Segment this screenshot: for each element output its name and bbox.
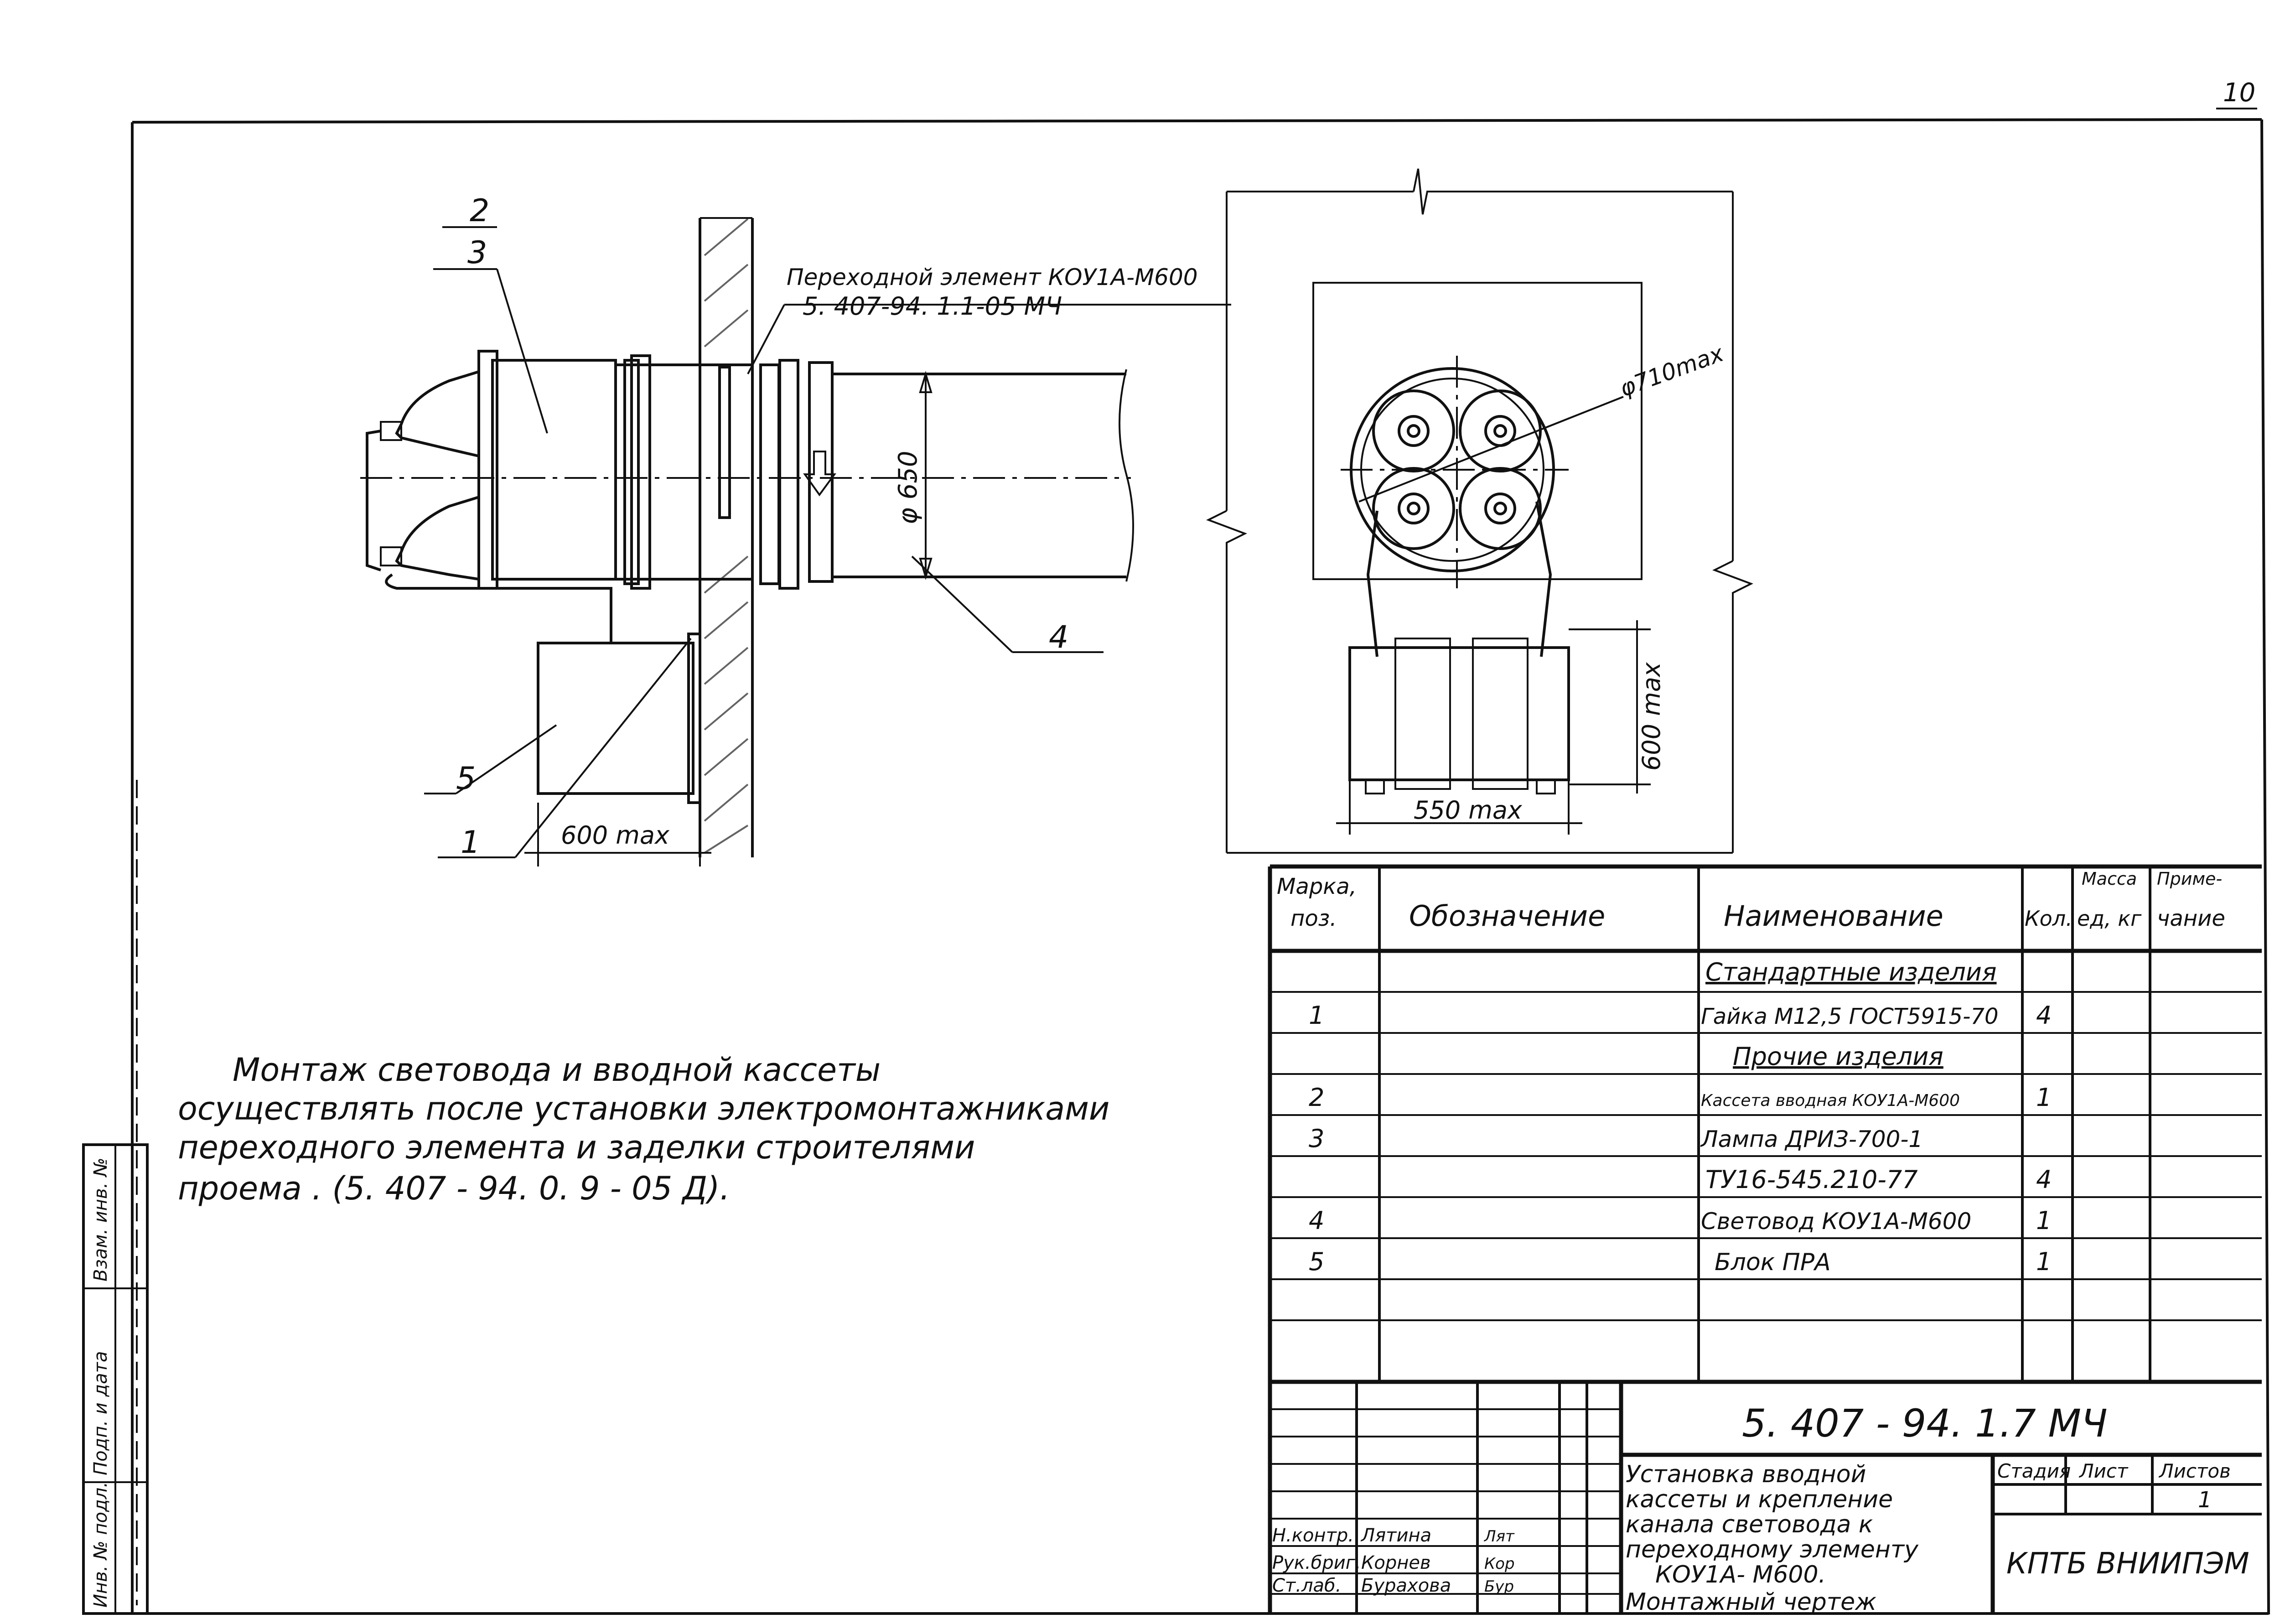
label-pos-2: 2 [470,193,489,229]
svg-text:4: 4 [2036,1001,2052,1030]
signature-role-1: Н.контр. [1272,1525,1354,1546]
signature-name-2: Корнев [1361,1552,1431,1573]
table-row: 3 Лампа ДРИЗ-700-1 [1309,1124,1923,1153]
header-mass-top: Масса [2082,869,2137,889]
signature-sign-2: Кор [1484,1555,1515,1573]
svg-text:4: 4 [2036,1165,2052,1194]
right-diameter-label: φ710max [1616,340,1727,402]
signature-name-3: Бурахова [1361,1575,1451,1596]
note-line-2: осуществлять после установки электромонт… [178,1090,1109,1127]
table-row: 2 Кассета вводная КОУ1А-М600 1 [1309,1083,2052,1112]
header-qty: Кол. [2025,906,2073,931]
svg-text:1: 1 [2036,1083,2052,1112]
note-line-1: Монтаж световода и вводной кассеты [233,1051,881,1089]
svg-text:Стандартные изделия: Стандартные изделия [1705,958,1997,986]
svg-text:Световод КОУ1А-М600: Световод КОУ1А-М600 [1701,1208,1971,1235]
svg-text:1: 1 [2036,1247,2052,1276]
callout-line-1: Переходной элемент КОУ1А-М600 [787,264,1198,291]
header-note-line-2: чание [2157,906,2225,931]
svg-text:ТУ16-545.210-77: ТУ16-545.210-77 [1705,1165,1918,1194]
table-row: Прочие изделия [1733,1042,1943,1071]
svg-text:Гайка М12,5 ГОСТ5915-70: Гайка М12,5 ГОСТ5915-70 [1701,1004,1998,1029]
sheet-frame [82,118,2270,1615]
organization-name: КПТБ ВНИИПЭМ [2006,1547,2249,1581]
signature-sign-3: Бур [1484,1577,1514,1596]
header-mark-line-2: поз. [1290,906,1337,931]
svg-text:Лампа ДРИЗ-700-1: Лампа ДРИЗ-700-1 [1700,1126,1923,1152]
svg-text:Кассета вводная КОУ1А-М600: Кассета вводная КОУ1А-М600 [1701,1091,1960,1110]
title-block: 5. 407 - 94. 1.7 МЧ Установка вводной ка… [1270,1380,2262,1616]
callout-line-2: 5. 407-94. 1.1-05 МЧ [803,292,1062,321]
left-width-dim: 600 max [561,821,670,850]
title-line-3: канала световода к [1626,1511,1873,1538]
signature-sign-1: Лят [1483,1527,1515,1546]
sheet-header: Лист [2078,1460,2129,1482]
signature-name-1: Лятина [1360,1525,1431,1546]
svg-text:5: 5 [1309,1247,1324,1276]
svg-text:Блок ПРА: Блок ПРА [1715,1249,1831,1276]
table-row: 5 Блок ПРА 1 [1309,1247,2052,1276]
side-stamp-cell-1: Инв. № подл. [90,1482,111,1608]
table-row: 1 Гайка М12,5 ГОСТ5915-70 4 [1309,1001,2052,1030]
title-line-4: переходному элементу [1626,1536,1919,1563]
sheets-header: Листов [2158,1460,2231,1482]
title-line-6: Монтажный чертеж [1626,1588,1876,1616]
table-row: 4 Световод КОУ1А-М600 1 [1309,1206,2052,1235]
header-mass-unit: ед, кг [2077,906,2142,931]
side-stamp: Инв. № подл. Подп. и дата Взам. инв. № [82,1143,149,1615]
right-height-dim: 600 max [1637,662,1666,771]
title-line-2: кассеты и крепление [1626,1486,1893,1513]
specification-table: Марка, поз. Обозначение Наименование Кол… [1268,864,2262,1614]
svg-text:Прочие изделия: Прочие изделия [1733,1042,1943,1071]
side-stamp-cell-2: Подп. и дата [90,1351,111,1475]
sheet-number: 10 [2223,78,2255,108]
title-line-5: КОУ1А- М600. [1655,1561,1826,1588]
header-name: Наименование [1724,899,1943,933]
ballast-box [537,642,694,795]
sheets-value: 1 [2198,1487,2212,1513]
header-designation: Обозначение [1409,899,1605,933]
installation-note: Монтаж световода и вводной кассеты осуще… [178,1051,1109,1207]
svg-text:1: 1 [2036,1206,2052,1235]
svg-text:1: 1 [1309,1001,1324,1030]
table-row: Стандартные изделия [1705,958,1997,986]
label-pos-1: 1 [461,825,480,861]
header-note-line-1: Приме- [2157,869,2222,889]
right-front-view: φ710max 600 max 550 max [1206,168,1753,854]
left-diameter-label: φ 650 [893,451,923,524]
label-pos-3: 3 [467,235,487,271]
stage-header: Стадия [1997,1460,2071,1482]
document-code: 5. 407 - 94. 1.7 МЧ [1742,1401,2108,1446]
svg-text:4: 4 [1309,1206,1324,1235]
right-width-dim: 550 max [1414,796,1523,825]
signature-role-2: Рук.бриг. [1272,1552,1361,1573]
label-pos-4: 4 [1049,619,1068,655]
svg-text:2: 2 [1309,1083,1324,1112]
title-line-1: Установка вводной [1626,1461,1866,1488]
svg-text:3: 3 [1309,1124,1324,1153]
label-pos-5: 5 [456,761,476,797]
table-row: ТУ16-545.210-77 4 [1705,1165,2052,1194]
left-section-view: φ 650 600 max 2 3 Переходной элемент КОУ… [360,193,1231,866]
note-line-3: переходного элемента и заделки строителя… [178,1129,975,1166]
note-line-4: проема . (5. 407 - 94. 0. 9 - 05 Д). [178,1170,730,1207]
signature-role-3: Ст.лаб. [1272,1575,1341,1596]
header-mark-line-1: Марка, [1277,874,1357,899]
wall-section [699,217,754,857]
side-stamp-cell-3: Взам. инв. № [90,1157,111,1282]
